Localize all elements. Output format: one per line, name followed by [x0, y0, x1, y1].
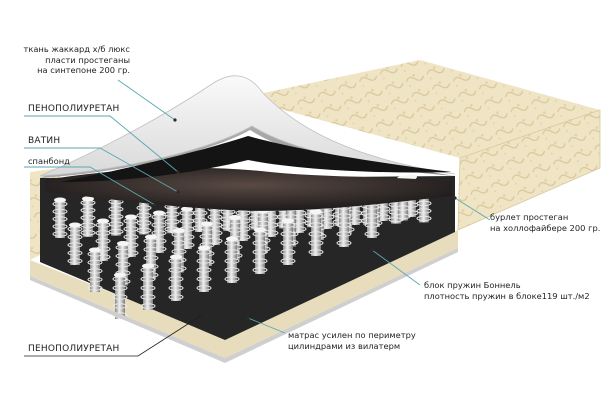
label-fabric-line3: на синтепоне 200 гр.: [37, 65, 130, 75]
label-batting: ВАТИН: [28, 136, 61, 146]
spring: [280, 218, 296, 265]
label-border: бурлет простеган на холлофайбере 200 гр.: [490, 212, 600, 233]
label-border-line2: на холлофайбере 200 гр.: [490, 222, 601, 233]
leader-batting: [24, 147, 179, 193]
label-spunbond: спанбонд: [28, 156, 70, 166]
label-reinforced-line2: цилиндрами из вилатерм: [288, 340, 401, 351]
spring: [87, 247, 103, 292]
spring: [52, 197, 68, 238]
spring: [108, 195, 124, 236]
leader-reinforced: [247, 317, 286, 334]
leader-lines: [24, 79, 491, 334]
label-fabric: ткань жаккард х/б люкс пласти простеганы…: [23, 44, 130, 76]
spring: [196, 245, 212, 292]
mattress-bottom-front: [30, 230, 458, 358]
leader-spring-block: [371, 249, 421, 286]
label-spring-block-line2: плотность пружин в блоке119 шт./м2: [424, 290, 590, 301]
spring: [168, 254, 184, 301]
label-reinforced-line1: матрас усилен по периметру: [288, 330, 416, 340]
leader-spunbond: [24, 166, 156, 206]
leader-foam-bottom: [24, 314, 203, 357]
spring-group: [52, 174, 432, 319]
label-spring-block-line1: блок пружин Боннель: [424, 280, 521, 290]
label-border-line1: бурлет простеган: [490, 212, 569, 222]
leader-border: [454, 197, 491, 221]
label-foam-bottom: ПЕНОПОЛИУРЕТАН: [28, 344, 120, 354]
spring: [308, 209, 324, 256]
foam-layer-top: [39, 75, 456, 177]
mattress-side-border: [457, 109, 601, 231]
label-foam-top: ПЕНОПОЛИУРЕТАН: [28, 104, 120, 114]
spring: [80, 196, 96, 237]
spring: [252, 227, 268, 274]
spring: [224, 236, 240, 283]
leader-fabric: [117, 79, 176, 121]
label-fabric-line1: ткань жаккард х/б люкс: [23, 44, 130, 54]
mattress-top-surface: [240, 60, 600, 158]
label-fabric-line2: пласти простеганы: [45, 54, 130, 65]
spring: [67, 222, 83, 265]
batting-peeled-edge: [60, 136, 452, 182]
spring: [140, 263, 156, 310]
label-reinforced: матрас усилен по периметру цилиндрами из…: [288, 330, 416, 351]
label-spring-block: блок пружин Боннель плотность пружин в б…: [424, 280, 590, 301]
leader-foam-top: [24, 115, 179, 173]
